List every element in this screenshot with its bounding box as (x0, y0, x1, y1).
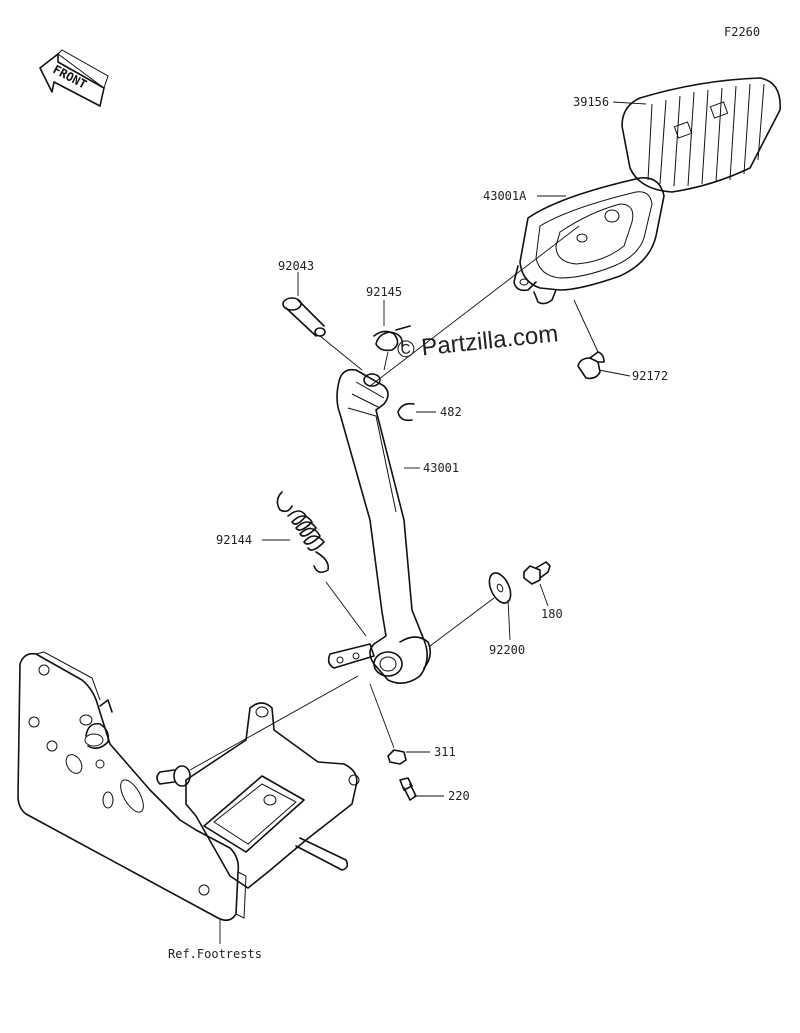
watermark-text: © Partzilla.com (396, 320, 560, 364)
label-311: 311 (434, 745, 456, 759)
return-spring-92144 (276, 491, 330, 574)
label-ref-footrests: Ref.Footrests (168, 947, 262, 961)
cap-92172 (577, 351, 605, 380)
label-220: 220 (448, 789, 470, 803)
front-label: FRONT (51, 62, 89, 91)
leader-lines (189, 101, 647, 944)
label-92144: 92144 (216, 533, 252, 547)
label-92043: 92043 (278, 259, 314, 273)
label-92200: 92200 (489, 643, 525, 657)
pin-92043 (282, 297, 326, 337)
footrest-bracket (17, 651, 360, 922)
spring-92145 (373, 325, 411, 352)
label-92172: 92172 (632, 369, 668, 383)
washer-92200 (488, 572, 512, 604)
circlip-482 (397, 402, 415, 422)
pedal-pad-43001A (513, 177, 665, 305)
front-arrow-icon: FRONT (39, 49, 109, 107)
label-482: 482 (440, 405, 462, 419)
bolt-220 (399, 777, 417, 801)
brake-pedal-arm-43001 (327, 368, 432, 684)
bolt-180 (523, 561, 551, 585)
label-92145: 92145 (366, 285, 402, 299)
nut-311 (387, 749, 407, 765)
pedal-rubber-39156 (621, 77, 781, 193)
label-180: 180 (541, 607, 563, 621)
label-43001A: 43001A (483, 189, 527, 203)
label-39156: 39156 (573, 95, 609, 109)
label-43001: 43001 (423, 461, 459, 475)
figure-code: F2260 (724, 25, 760, 39)
